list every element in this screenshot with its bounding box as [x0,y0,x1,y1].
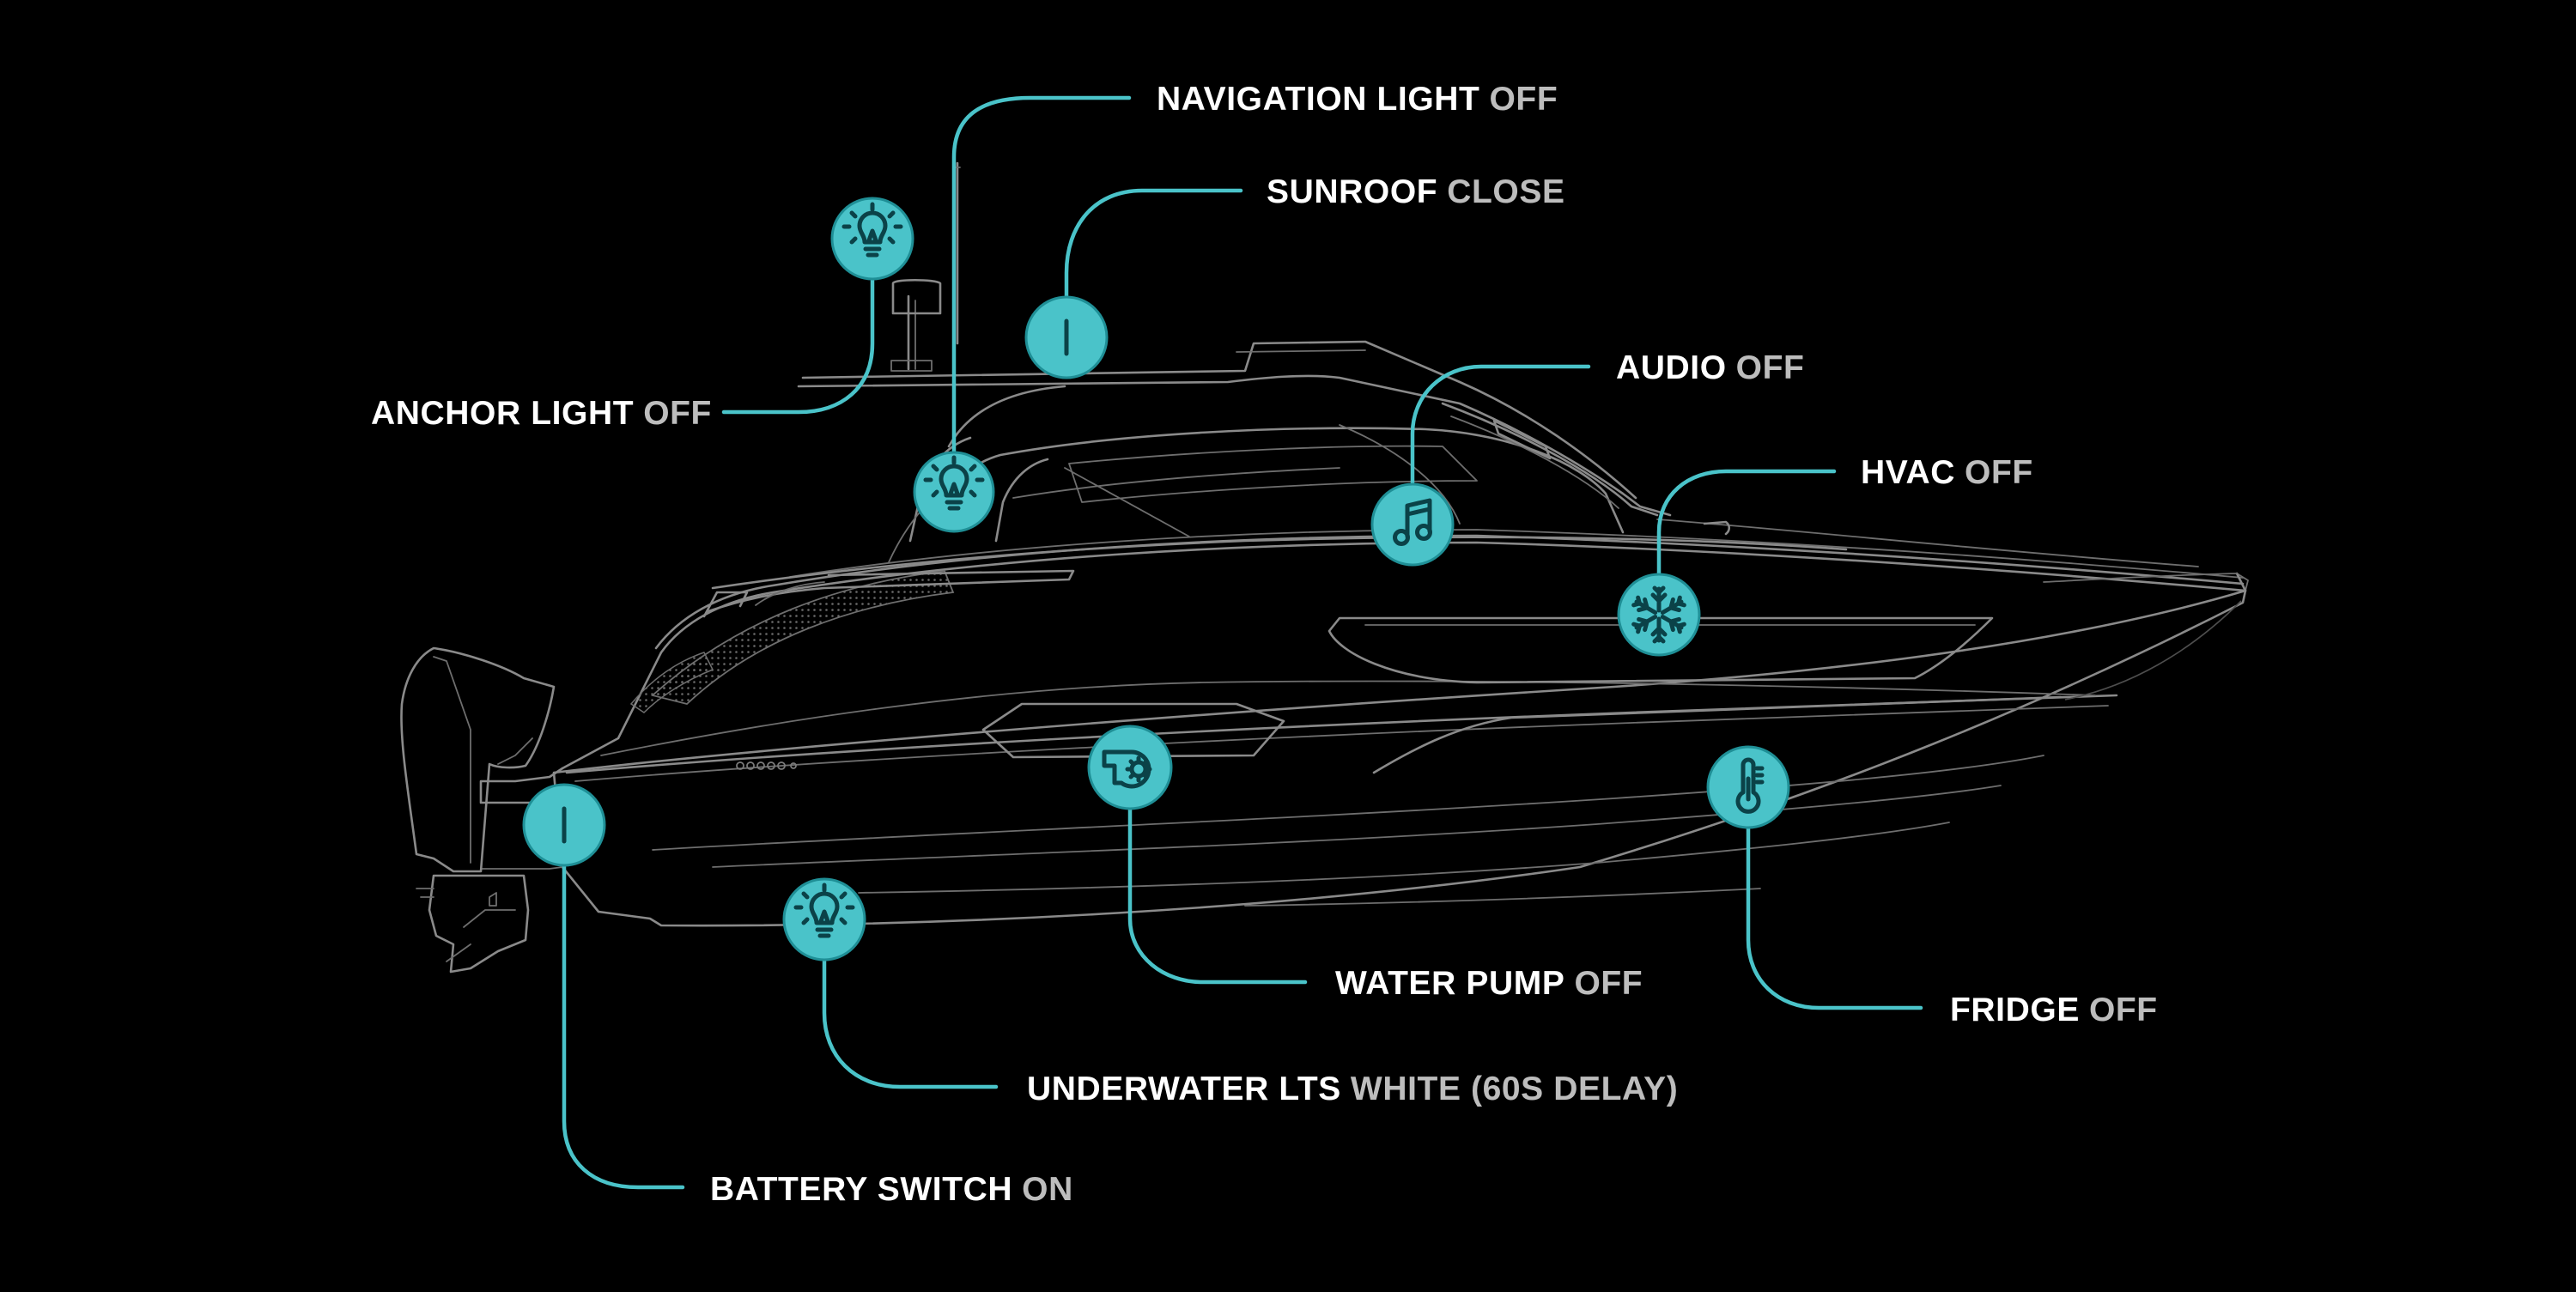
battery-switch-control[interactable] [522,783,606,867]
fridge-leader-line [1746,825,1923,1010]
water-pump-leader-line [1127,806,1308,985]
audio-leader-line [1410,364,1591,487]
anchor-light-button[interactable] [830,197,914,281]
hvac-name: HVAC [1861,454,1956,491]
underwater-lts-button[interactable] [782,877,866,961]
sunroof-state: CLOSE [1447,173,1565,210]
hvac-state: OFF [1965,454,2033,491]
navigation-light-button[interactable] [913,451,995,533]
sunroof-name: SUNROOF [1267,173,1438,210]
boat-outline [400,161,2249,974]
navigation-light-leader-line [951,95,1132,455]
anchor-light-control[interactable] [830,197,914,281]
battery-switch-leader-line [562,863,685,1190]
sunroof-leader-line [1064,188,1243,300]
audio-control[interactable] [1370,482,1455,567]
anchor-light-name: ANCHOR LIGHT [371,395,635,432]
audio-name: AUDIO [1616,349,1727,386]
sunroof-control[interactable] [1024,295,1109,379]
water-pump-control[interactable] [1087,725,1173,810]
control-dots [522,197,1790,961]
hvac-control[interactable] [1617,573,1701,657]
fridge-state: OFF [2088,992,2158,1028]
hvac-button[interactable] [1617,573,1701,657]
audio-button[interactable] [1370,482,1455,567]
leader-lines [562,95,1923,1190]
water-pump-name: WATER PUMP [1335,965,1565,1002]
navigation-light-state: OFF [1489,81,1558,118]
anchor-light-state: OFF [643,395,712,432]
underwater-lts-control[interactable] [782,877,866,961]
underwater-lts-name: UNDERWATER LTS [1027,1071,1341,1107]
battery-switch-state: ON [1022,1171,1073,1208]
navigation-light-control[interactable] [913,451,995,533]
audio-state: OFF [1735,349,1805,386]
water-pump-state: OFF [1574,965,1643,1002]
fridge-name: FRIDGE [1950,992,2080,1028]
fridge-control[interactable] [1706,745,1790,829]
underwater-lts-state: WHITE (60S DELAY) [1350,1071,1679,1107]
underwater-lts-leader-line [822,957,999,1089]
battery-switch-name: BATTERY SWITCH [710,1171,1013,1208]
hvac-leader-line [1656,469,1837,577]
anchor-light-leader-line [721,276,875,415]
navigation-light-name: NAVIGATION LIGHT [1157,81,1480,118]
